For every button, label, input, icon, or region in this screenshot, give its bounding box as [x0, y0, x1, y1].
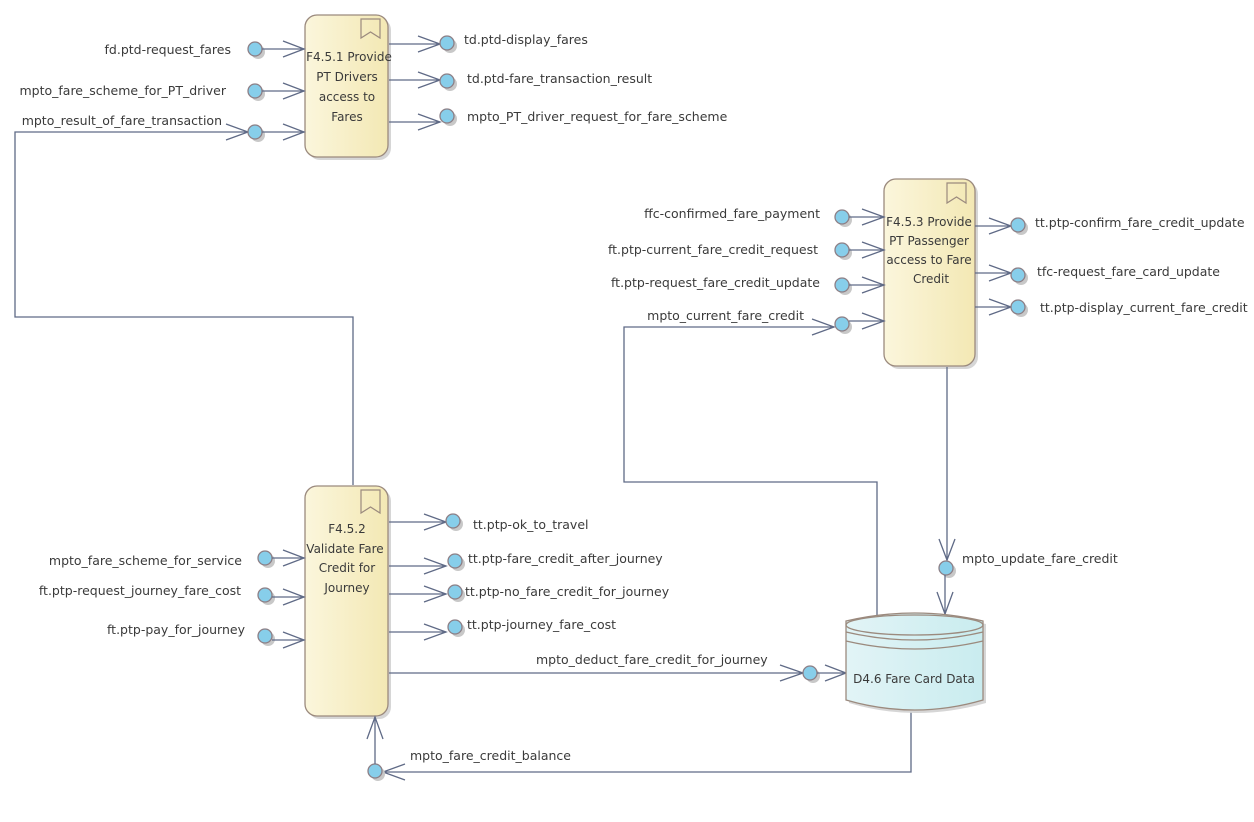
flow-label: tt.ptp-fare_credit_after_journey	[468, 551, 663, 566]
flow-label: tt.ptp-display_current_fare_credit	[1040, 300, 1248, 315]
flow-in-ft-ptp-current-fare-credit-request[interactable]: ft.ptp-current_fare_credit_request	[608, 241, 886, 260]
port-icon	[447, 553, 463, 569]
port-icon	[938, 560, 954, 576]
flow-label: ft.ptp-pay_for_journey	[107, 622, 246, 637]
flow-out-tt-ptp-confirm-fare-credit-update[interactable]: tt.ptp-confirm_fare_credit_update	[975, 215, 1245, 235]
flow-out-tt-ptp-journey-fare-cost[interactable]: tt.ptp-journey_fare_cost	[389, 617, 616, 641]
flow-mpto-fare-credit-balance[interactable]: mpto_fare_credit_balance	[366, 712, 912, 781]
flow-out-tt-ptp-fare-credit-after-journey[interactable]: tt.ptp-fare_credit_after_journey	[389, 551, 663, 575]
port-icon	[247, 83, 263, 99]
process-label-line: PT Drivers	[316, 70, 378, 84]
port-icon	[447, 584, 463, 600]
port-icon	[439, 108, 455, 124]
datastore-d4-6[interactable]: D4.6 Fare Card Data	[845, 612, 986, 713]
flow-label: mpto_current_fare_credit	[647, 308, 804, 323]
process-label-line: PT Passenger	[889, 234, 969, 248]
port-icon	[367, 763, 383, 779]
flow-mpto-update-fare-credit[interactable]: mpto_update_fare_credit	[936, 367, 1118, 616]
flow-label: mpto_fare_scheme_for_service	[49, 553, 242, 568]
flow-in-mpto-fare-scheme-for-service[interactable]: mpto_fare_scheme_for_service	[49, 549, 306, 568]
port-icon	[1010, 267, 1026, 283]
flow-out-td-ptd-display-fares[interactable]: td.ptd-display_fares	[389, 32, 588, 53]
flow-label: mpto_fare_scheme_for_PT_driver	[19, 83, 226, 98]
process-label-line: access to Fare	[886, 253, 971, 267]
flow-out-mpto-pt-driver-request-for-fare-scheme[interactable]: mpto_PT_driver_request_for_fare_scheme	[389, 108, 728, 131]
process-label-line: F4.5.2	[328, 522, 365, 536]
flow-in-ft-ptp-request-journey-fare-cost[interactable]: ft.ptp-request_journey_fare_cost	[39, 583, 306, 606]
flow-label: td.ptd-display_fares	[464, 32, 588, 47]
datastore-label: D4.6 Fare Card Data	[853, 672, 975, 686]
process-f4-5-2[interactable]: F4.5.2 Validate Fare Credit for Journey	[304, 485, 391, 719]
process-label-line: Validate Fare	[306, 542, 383, 556]
flow-label: ft.ptp-current_fare_credit_request	[608, 242, 818, 257]
flow-out-tt-ptp-ok-to-travel[interactable]: tt.ptp-ok_to_travel	[389, 513, 589, 532]
flow-in-mpto-fare-scheme-for-pt-driver[interactable]: mpto_fare_scheme_for_PT_driver	[19, 82, 306, 101]
flow-label: fd.ptd-request_fares	[105, 42, 231, 57]
process-label-line: Credit	[913, 272, 949, 286]
port-icon	[257, 587, 273, 603]
flow-out-td-ptd-fare-transaction-result[interactable]: td.ptd-fare_transaction_result	[389, 71, 652, 91]
flow-in-mpto-current-fare-credit[interactable]: mpto_current_fare_credit	[623, 308, 886, 615]
port-icon	[257, 628, 273, 644]
process-label-line: Fares	[331, 110, 362, 124]
port-icon	[834, 209, 850, 225]
port-icon	[257, 550, 273, 566]
port-icon	[802, 665, 818, 681]
flow-in-ffc-confirmed-fare-payment[interactable]: ffc-confirmed_fare_payment	[644, 206, 886, 227]
flow-out-tt-ptp-display-current-fare-credit[interactable]: tt.ptp-display_current_fare_credit	[975, 298, 1248, 317]
flow-in-mpto-result-of-fare-transaction[interactable]: mpto_result_of_fare_transaction	[14, 113, 354, 485]
port-icon	[439, 35, 455, 51]
bookmark-icon	[360, 18, 381, 40]
port-icon	[447, 619, 463, 635]
port-icon	[247, 41, 263, 57]
flow-label: mpto_result_of_fare_transaction	[22, 113, 222, 128]
process-label-line: F4.5.3 Provide	[886, 215, 972, 229]
flow-label: ft.ptp-request_journey_fare_cost	[39, 583, 241, 598]
flow-label: ft.ptp-request_fare_credit_update	[611, 275, 820, 290]
flow-out-tfc-request-fare-card-update[interactable]: tfc-request_fare_card_update	[975, 264, 1220, 285]
bookmark-icon	[946, 182, 967, 205]
flow-label: tt.ptp-journey_fare_cost	[467, 617, 616, 632]
flow-label: tt.ptp-confirm_fare_credit_update	[1035, 215, 1245, 230]
bookmark-icon	[360, 489, 381, 515]
port-icon	[1010, 217, 1026, 233]
process-label-line: F4.5.1 Provide	[306, 50, 392, 64]
flow-label: mpto_deduct_fare_credit_for_journey	[536, 652, 768, 667]
flow-label: td.ptd-fare_transaction_result	[467, 71, 652, 86]
port-icon	[834, 242, 850, 258]
flow-label: tfc-request_fare_card_update	[1037, 264, 1220, 279]
process-label-line: Credit for	[319, 561, 375, 575]
flow-label: ffc-confirmed_fare_payment	[644, 206, 820, 221]
port-icon	[834, 316, 850, 332]
flow-label: tt.ptp-ok_to_travel	[473, 517, 589, 532]
port-icon	[247, 124, 263, 140]
flow-in-ft-ptp-pay-for-journey[interactable]: ft.ptp-pay_for_journey	[107, 622, 306, 649]
port-icon	[1010, 299, 1026, 315]
flow-out-tt-ptp-no-fare-credit-for-journey[interactable]: tt.ptp-no_fare_credit_for_journey	[389, 584, 670, 603]
flow-label: mpto_fare_credit_balance	[410, 748, 571, 763]
flow-label: tt.ptp-no_fare_credit_for_journey	[465, 584, 670, 599]
process-label-line: access to	[319, 90, 375, 104]
flow-in-ft-ptp-request-fare-credit-update[interactable]: ft.ptp-request_fare_credit_update	[611, 275, 886, 295]
process-f4-5-3[interactable]: F4.5.3 Provide PT Passenger access to Fa…	[883, 178, 978, 369]
flow-mpto-deduct-fare-credit-for-journey[interactable]: mpto_deduct_fare_credit_for_journey	[389, 652, 848, 683]
flow-in-fd-ptd-request-fares[interactable]: fd.ptd-request_fares	[105, 40, 306, 59]
port-icon	[445, 513, 461, 529]
process-label-line: Journey	[323, 581, 369, 595]
port-icon	[439, 73, 455, 89]
flow-label: mpto_PT_driver_request_for_fare_scheme	[467, 109, 728, 124]
process-f4-5-1[interactable]: F4.5.1 Provide PT Drivers access to Fare…	[304, 14, 392, 160]
port-icon	[834, 277, 850, 293]
flow-label: mpto_update_fare_credit	[962, 551, 1118, 566]
